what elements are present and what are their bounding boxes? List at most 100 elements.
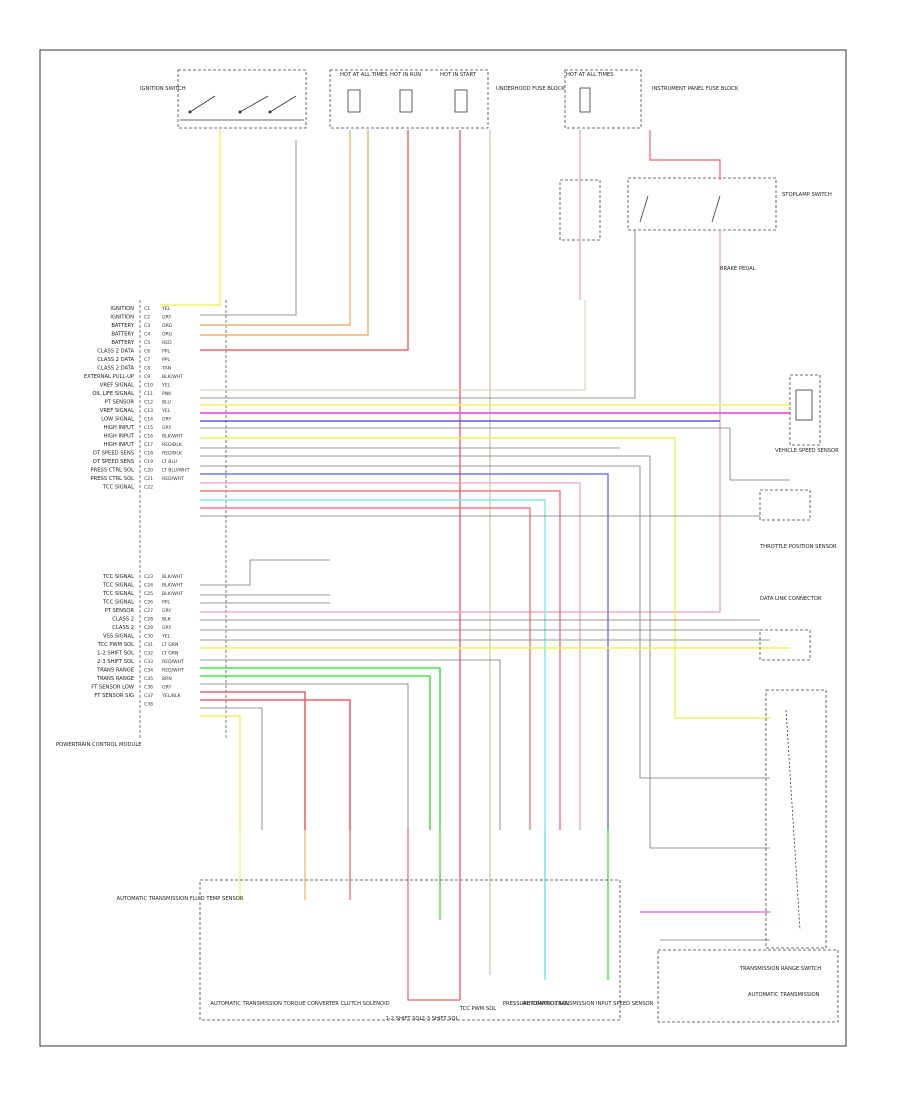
bottom-component-label: 1-2 SHIFT SOL bbox=[386, 1016, 423, 1022]
pin-wire-color: LT BLU/WHT bbox=[162, 468, 190, 474]
automatic-transmission-box: AUTOMATIC TRANSMISSION bbox=[657, 949, 839, 1023]
pin-wire-color: BLU bbox=[162, 400, 171, 406]
pin-label: OIL LIFE SIGNAL bbox=[92, 391, 134, 397]
pin-number: C20 bbox=[144, 468, 153, 474]
fuse-d-label: HOT AT ALL TIMES bbox=[566, 72, 614, 78]
bottom-component-label: AUTOMATIC TRANSMISSION FLUID TEMP SENSOR bbox=[117, 896, 244, 902]
pin-number: C34 bbox=[144, 668, 153, 674]
pin-number: C4 bbox=[144, 332, 150, 338]
pin-number: C22 bbox=[144, 485, 153, 491]
pin-number: C14 bbox=[144, 417, 153, 423]
pin-number: C23 bbox=[144, 574, 153, 580]
pin-number: C36 bbox=[144, 685, 153, 691]
wire bbox=[200, 559, 330, 586]
pin-wire-color: PPL bbox=[162, 357, 171, 363]
instrument-fuse-block: HOT AT ALL TIMES INSTRUMENT PANEL FUSE B… bbox=[564, 69, 739, 129]
transmission-solenoid-block bbox=[199, 879, 621, 1021]
pin-label: 2-3 SHIFT SOL bbox=[97, 659, 134, 665]
stoplamp-switch: STOPLAMP SWITCH BRAKE PEDAL bbox=[627, 177, 832, 272]
pin-label: TRANS RANGE bbox=[96, 676, 134, 682]
diagram-frame bbox=[39, 49, 847, 1047]
pin-label: TCC SIGNAL bbox=[102, 583, 134, 589]
wire bbox=[200, 427, 790, 481]
pin-label: 1-2 SHIFT SOL bbox=[97, 651, 134, 657]
pcm-label: POWERTRAIN CONTROL MODULE bbox=[56, 742, 142, 748]
pin-label: LOW SIGNAL bbox=[101, 417, 134, 423]
pin-number: C28 bbox=[144, 617, 153, 623]
pin-wire-color: YEL/BLK bbox=[161, 693, 182, 699]
pin-number: C32 bbox=[144, 651, 153, 657]
pin-number: C31 bbox=[144, 642, 153, 648]
pin-number: C33 bbox=[144, 659, 153, 665]
pin-wire-color: LT BLU bbox=[162, 459, 177, 465]
pin-wire-color: RED bbox=[162, 340, 172, 346]
wire bbox=[200, 437, 770, 719]
pin-label: CLASS 2 DATA bbox=[97, 349, 134, 355]
pin-number: C8 bbox=[144, 366, 150, 372]
wire bbox=[200, 499, 546, 975]
pin-wire-color: RED/WHT bbox=[162, 668, 184, 674]
vss-label: VEHICLE SPEED SENSOR bbox=[775, 448, 839, 454]
throttle-position-sensor: THROTTLE POSITION SENSOR bbox=[759, 489, 837, 550]
pin-label: CLASS 2 DATA bbox=[97, 366, 134, 372]
pin-wire-color: GRY bbox=[162, 315, 171, 321]
fuse-b-label: HOT IN RUN bbox=[390, 72, 421, 78]
pin-number: C21 bbox=[144, 476, 153, 482]
transmission-range-switch: TRANSMISSION RANGE SWITCH bbox=[739, 689, 827, 972]
pin-label: VREF SIGNAL bbox=[100, 408, 134, 414]
pin-number: C30 bbox=[144, 634, 153, 640]
pin-wire-color: GRY bbox=[162, 608, 171, 614]
wire bbox=[200, 699, 351, 830]
underhood-fuse-block: HOT AT ALL TIMES HOT IN RUN HOT IN START… bbox=[329, 69, 565, 129]
pin-number: C29 bbox=[144, 625, 153, 631]
pin-label: HIGH INPUT bbox=[103, 425, 134, 431]
bottom-component-label: AUTOMATIC TRANSMISSION INPUT SPEED SENSO… bbox=[523, 1001, 654, 1007]
pin-wire-color: YEL bbox=[161, 408, 171, 414]
pin-label: TCC SIGNAL bbox=[102, 600, 134, 606]
wire-group bbox=[160, 130, 790, 1001]
pin-number: C1 bbox=[144, 306, 150, 312]
ignition-switch-label: IGNITION SWITCH bbox=[140, 86, 186, 92]
pin-label: TCC SIGNAL bbox=[102, 485, 134, 491]
pin-label: IGNITION bbox=[110, 315, 134, 321]
wire bbox=[200, 490, 561, 830]
pin-wire-color: GRY bbox=[162, 625, 171, 631]
wire bbox=[200, 230, 721, 613]
pin-wire-color: RED/WHT bbox=[162, 659, 184, 665]
trans-label: AUTOMATIC TRANSMISSION bbox=[748, 992, 820, 998]
pin-label: VSS SIGNAL bbox=[103, 634, 134, 640]
pin-wire-color: GRY bbox=[162, 417, 171, 423]
pin-wire-color: YEL bbox=[161, 306, 171, 312]
pin-wire-color: RED/BLK bbox=[162, 442, 183, 448]
pin-wire-color: ORG bbox=[162, 332, 173, 338]
pin-label: TCC SIGNAL bbox=[102, 574, 134, 580]
pin-number: C26 bbox=[144, 600, 153, 606]
pin-wire-color: YEL bbox=[161, 634, 171, 640]
pin-wire-color: BLK bbox=[162, 617, 172, 623]
pin-label: CLASS 2 DATA bbox=[97, 357, 134, 363]
wire bbox=[649, 130, 721, 180]
pin-label: TCC PWM SOL bbox=[97, 642, 135, 648]
wire bbox=[160, 130, 221, 306]
pin-number: C3 bbox=[144, 323, 150, 329]
pin-wire-color: TAN bbox=[161, 366, 171, 372]
pin-label: TCC SIGNAL bbox=[102, 591, 134, 597]
pin-number: C6 bbox=[144, 349, 150, 355]
bottom-component-label: 2-3 SHIFT SOL bbox=[422, 1016, 459, 1022]
pin-label: CLASS 2 bbox=[112, 625, 134, 631]
pin-number: C11 bbox=[144, 391, 153, 397]
pin-number: C24 bbox=[144, 583, 153, 589]
bottom-labels: AUTOMATIC TRANSMISSION FLUID TEMP SENSOR… bbox=[117, 896, 654, 1022]
pin-label: IGNITION bbox=[110, 306, 134, 312]
pin-wire-color: YEL bbox=[161, 383, 171, 389]
pin-label: PT SENSOR bbox=[105, 400, 135, 406]
pin-number: C27 bbox=[144, 608, 153, 614]
wire bbox=[200, 683, 409, 830]
wire bbox=[200, 659, 501, 830]
pin-label: HIGH INPUT bbox=[103, 434, 134, 440]
wire bbox=[200, 130, 409, 351]
pin-number: C5 bbox=[144, 340, 150, 346]
wire bbox=[200, 130, 351, 326]
pin-label: HIGH INPUT bbox=[103, 442, 134, 448]
